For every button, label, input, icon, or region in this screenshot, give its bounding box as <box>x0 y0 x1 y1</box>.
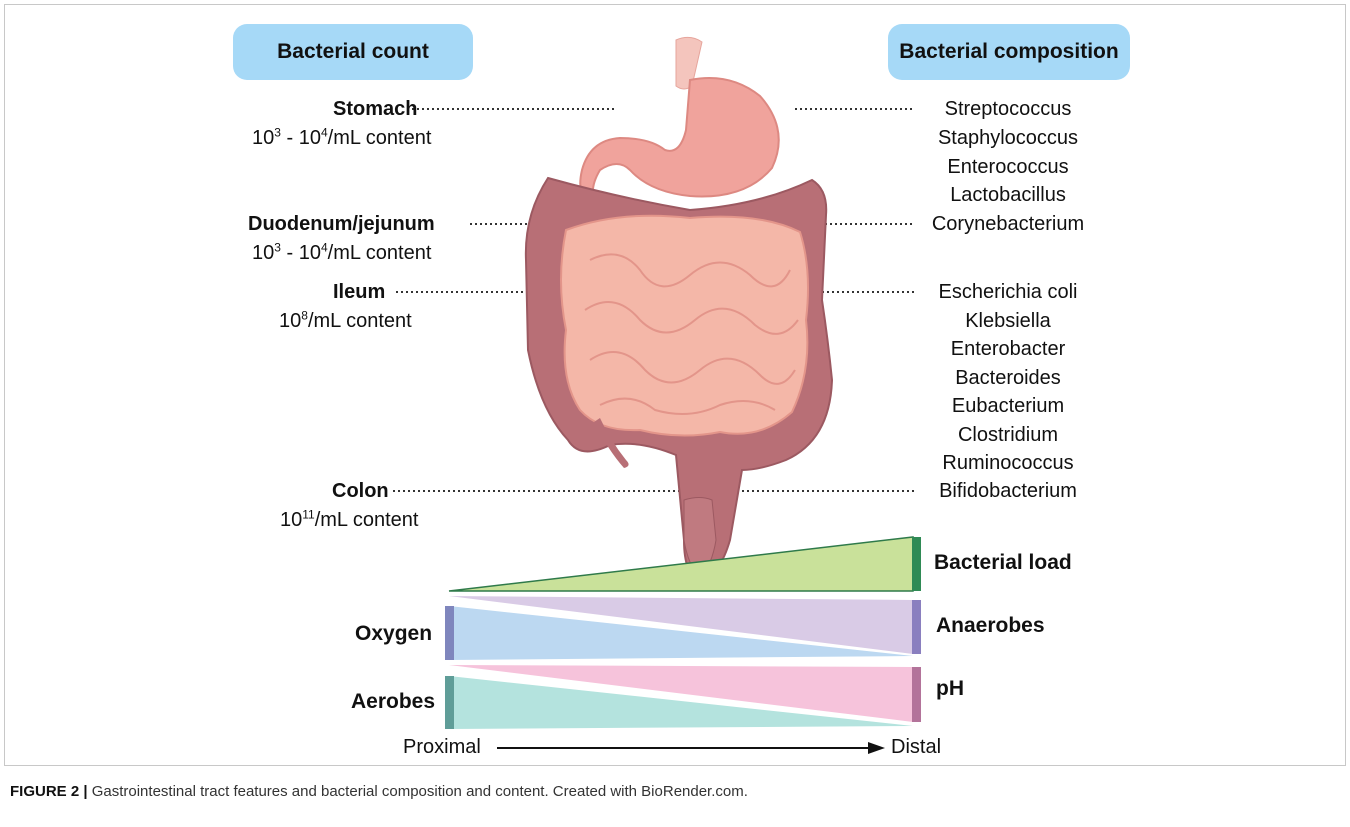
genus-label: Staphylococcus <box>903 127 1113 150</box>
bacterial-load-bar <box>912 537 921 591</box>
genus-label: Enterobacter <box>903 338 1113 361</box>
anaerobes-bar <box>912 600 921 654</box>
gi-tract-diagram <box>0 0 1350 770</box>
ph-label: pH <box>936 677 964 701</box>
proximal-label: Proximal <box>403 736 481 759</box>
segment-count-colon: 1011/mL content <box>280 509 418 532</box>
anaerobes-label: Anaerobes <box>936 614 1045 638</box>
genus-label: Escherichia coli <box>903 281 1113 304</box>
arrow-head-icon <box>868 742 885 754</box>
distal-label: Distal <box>891 736 941 759</box>
bacterial-load-label: Bacterial load <box>934 551 1072 575</box>
segment-name-duodenum: Duodenum/jejunum <box>248 213 435 236</box>
genus-label: Corynebacterium <box>903 213 1113 236</box>
genus-label: Eubacterium <box>903 395 1113 418</box>
oxygen-label: Oxygen <box>355 622 432 646</box>
genus-label: Bifidobacterium <box>903 480 1113 503</box>
caption-text: Gastrointestinal tract features and bact… <box>88 783 748 800</box>
small-intestine-illustration <box>561 216 808 436</box>
figure-caption: FIGURE 2 | Gastrointestinal tract featur… <box>10 783 748 800</box>
segment-count-duodenum: 103 - 104/mL content <box>252 242 431 265</box>
genus-label: Streptococcus <box>903 98 1113 121</box>
segment-count-stomach: 103 - 104/mL content <box>252 127 431 150</box>
bacterial-load-wedge <box>449 537 913 591</box>
caption-label: FIGURE 2 | <box>10 783 88 800</box>
segment-name-colon: Colon <box>332 480 389 503</box>
stomach-illustration <box>580 78 779 205</box>
segment-name-ileum: Ileum <box>333 281 385 304</box>
genus-label: Bacteroides <box>903 367 1113 390</box>
aerobes-label: Aerobes <box>351 690 435 714</box>
genus-label: Ruminococcus <box>903 452 1113 475</box>
oxygen-bar <box>445 606 454 660</box>
segment-name-stomach: Stomach <box>333 98 417 121</box>
genus-label: Clostridium <box>903 424 1113 447</box>
aerobes-bar <box>445 676 454 729</box>
ph-bar <box>912 667 921 722</box>
genus-label: Lactobacillus <box>903 184 1113 207</box>
genus-label: Klebsiella <box>903 310 1113 333</box>
segment-count-ileum: 108/mL content <box>279 310 412 333</box>
genus-label: Enterococcus <box>903 156 1113 179</box>
